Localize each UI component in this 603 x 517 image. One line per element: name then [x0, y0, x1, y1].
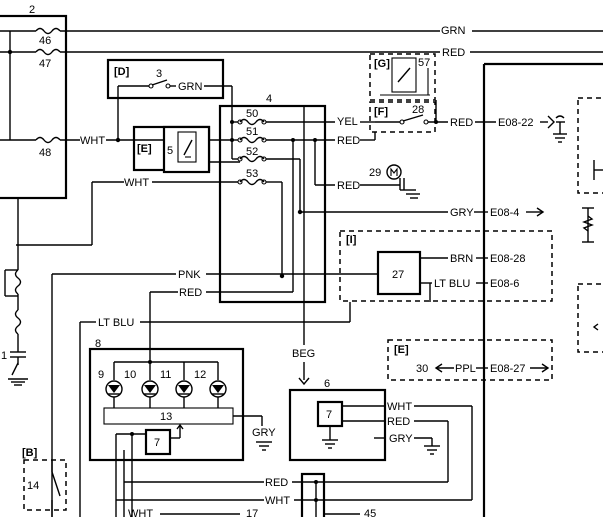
wire-label-gry-6: GRY: [389, 433, 413, 445]
label-28: 28: [412, 104, 424, 116]
wire-label-red-e08-22: RED: [450, 117, 473, 129]
wire-label-gry-e08-4: GRY: [450, 207, 474, 219]
wire-label-grn-d: GRN: [178, 81, 203, 93]
wire-label-red-top: RED: [442, 47, 465, 59]
wire-label-wht-17: WHT: [128, 508, 153, 517]
module-6: 6 7: [288, 378, 387, 462]
fuse-51: 51: [237, 126, 267, 144]
component-29: 29: [369, 164, 420, 199]
wire-label-red-bottom: RED: [265, 477, 288, 489]
wire-label-gry-8: GRY: [252, 427, 276, 439]
wire-label-wht-48: WHT: [80, 135, 105, 147]
label-47: 47: [39, 58, 51, 70]
fuse-box-4: 4 50 51 52 53: [218, 93, 335, 304]
label-27: 27: [392, 269, 404, 281]
label-group-b: [B]: [22, 447, 38, 459]
wire-label-red-8: RED: [179, 287, 202, 299]
wire-label-wht-bottom: WHT: [265, 495, 290, 507]
ecu-right: [482, 62, 603, 517]
led-10: 10: [124, 362, 159, 408]
connector-e08-22: E08-22: [498, 117, 533, 129]
label-10: 10: [124, 369, 136, 381]
left-feed: 1: [1, 198, 28, 386]
label-group-i: [I]: [346, 234, 357, 246]
wire-label-wht-53: WHT: [124, 177, 149, 189]
label-12: 12: [194, 369, 206, 381]
connector-e08-27: E08-27: [490, 363, 525, 375]
fuse-52: 52: [237, 146, 267, 163]
label-48: 48: [39, 147, 51, 159]
label-53: 53: [246, 168, 258, 180]
indicator-panel-8: 8 9 10 11 12: [88, 338, 276, 517]
fuse-50: 50: [237, 108, 267, 126]
label-7-panel: 7: [154, 437, 160, 449]
label-9: 9: [98, 369, 104, 381]
led-9: 9: [98, 362, 123, 408]
wire-label-wht-6: WHT: [387, 401, 412, 413]
label-29: 29: [369, 167, 381, 179]
group-e-30: [E] 30 PPL E08-27: [387, 339, 553, 381]
group-i: [I] 27 BRN E08-28 LT BLU E08-6: [339, 230, 553, 302]
label-13: 13: [160, 411, 172, 423]
label-11: 11: [160, 369, 171, 381]
wire-label-ltblu-27: LT BLU: [434, 278, 470, 290]
connector-e08-6: E08-6: [490, 278, 519, 290]
label-45: 45: [364, 508, 376, 517]
wire-label-ltblu: LT BLU: [98, 317, 134, 329]
fuse-block-2: 2 46 47 48: [0, 4, 68, 200]
label-group-e: [E]: [137, 143, 152, 155]
label-57: 57: [418, 57, 430, 69]
fuse-53: 53: [237, 168, 267, 186]
label-5: 5: [167, 145, 173, 157]
wire-label-pnk: PNK: [178, 269, 201, 281]
label-2: 2: [29, 4, 35, 16]
wire-label-grn-top: GRN: [441, 25, 466, 37]
label-6: 6: [324, 378, 330, 390]
label-1: 1: [1, 350, 7, 362]
label-17: 17: [246, 508, 258, 517]
component-45: 45: [300, 472, 376, 517]
wire-label-beg: BEG: [292, 348, 315, 360]
wire-label-yel: YEL: [337, 116, 358, 128]
wire-label-red-29: RED: [337, 180, 360, 192]
connector-e08-28: E08-28: [490, 253, 525, 265]
label-3: 3: [156, 68, 162, 80]
group-b: [B] 14: [22, 447, 67, 517]
label-8: 8: [95, 338, 101, 350]
label-group-d: [D]: [114, 66, 130, 78]
label-group-g: [G]: [374, 58, 390, 70]
label-group-e2: [E]: [394, 344, 409, 356]
wire-label-brn: BRN: [450, 253, 473, 265]
wire-label-red-6: RED: [387, 416, 410, 428]
led-11: 11: [160, 362, 193, 408]
group-d: [D] 3 GRN: [106, 58, 233, 118]
group-e-relay-5: [E] 5: [132, 125, 240, 174]
label-14: 14: [27, 480, 39, 492]
label-30: 30: [416, 363, 428, 375]
label-group-f: [F]: [374, 106, 388, 118]
label-46: 46: [39, 35, 51, 47]
wire-label-ppl: PPL: [455, 363, 476, 375]
label-50: 50: [246, 108, 258, 120]
led-12: 12: [194, 362, 227, 408]
wire-label-red-51: RED: [337, 135, 360, 147]
label-51: 51: [246, 126, 258, 138]
label-52: 52: [246, 146, 258, 158]
group-g: [G] 57: [369, 53, 436, 101]
label-4: 4: [266, 93, 272, 105]
connector-e08-4: E08-4: [490, 207, 519, 219]
label-7-module: 7: [326, 409, 332, 421]
group-f: [F] 28: [369, 100, 448, 133]
